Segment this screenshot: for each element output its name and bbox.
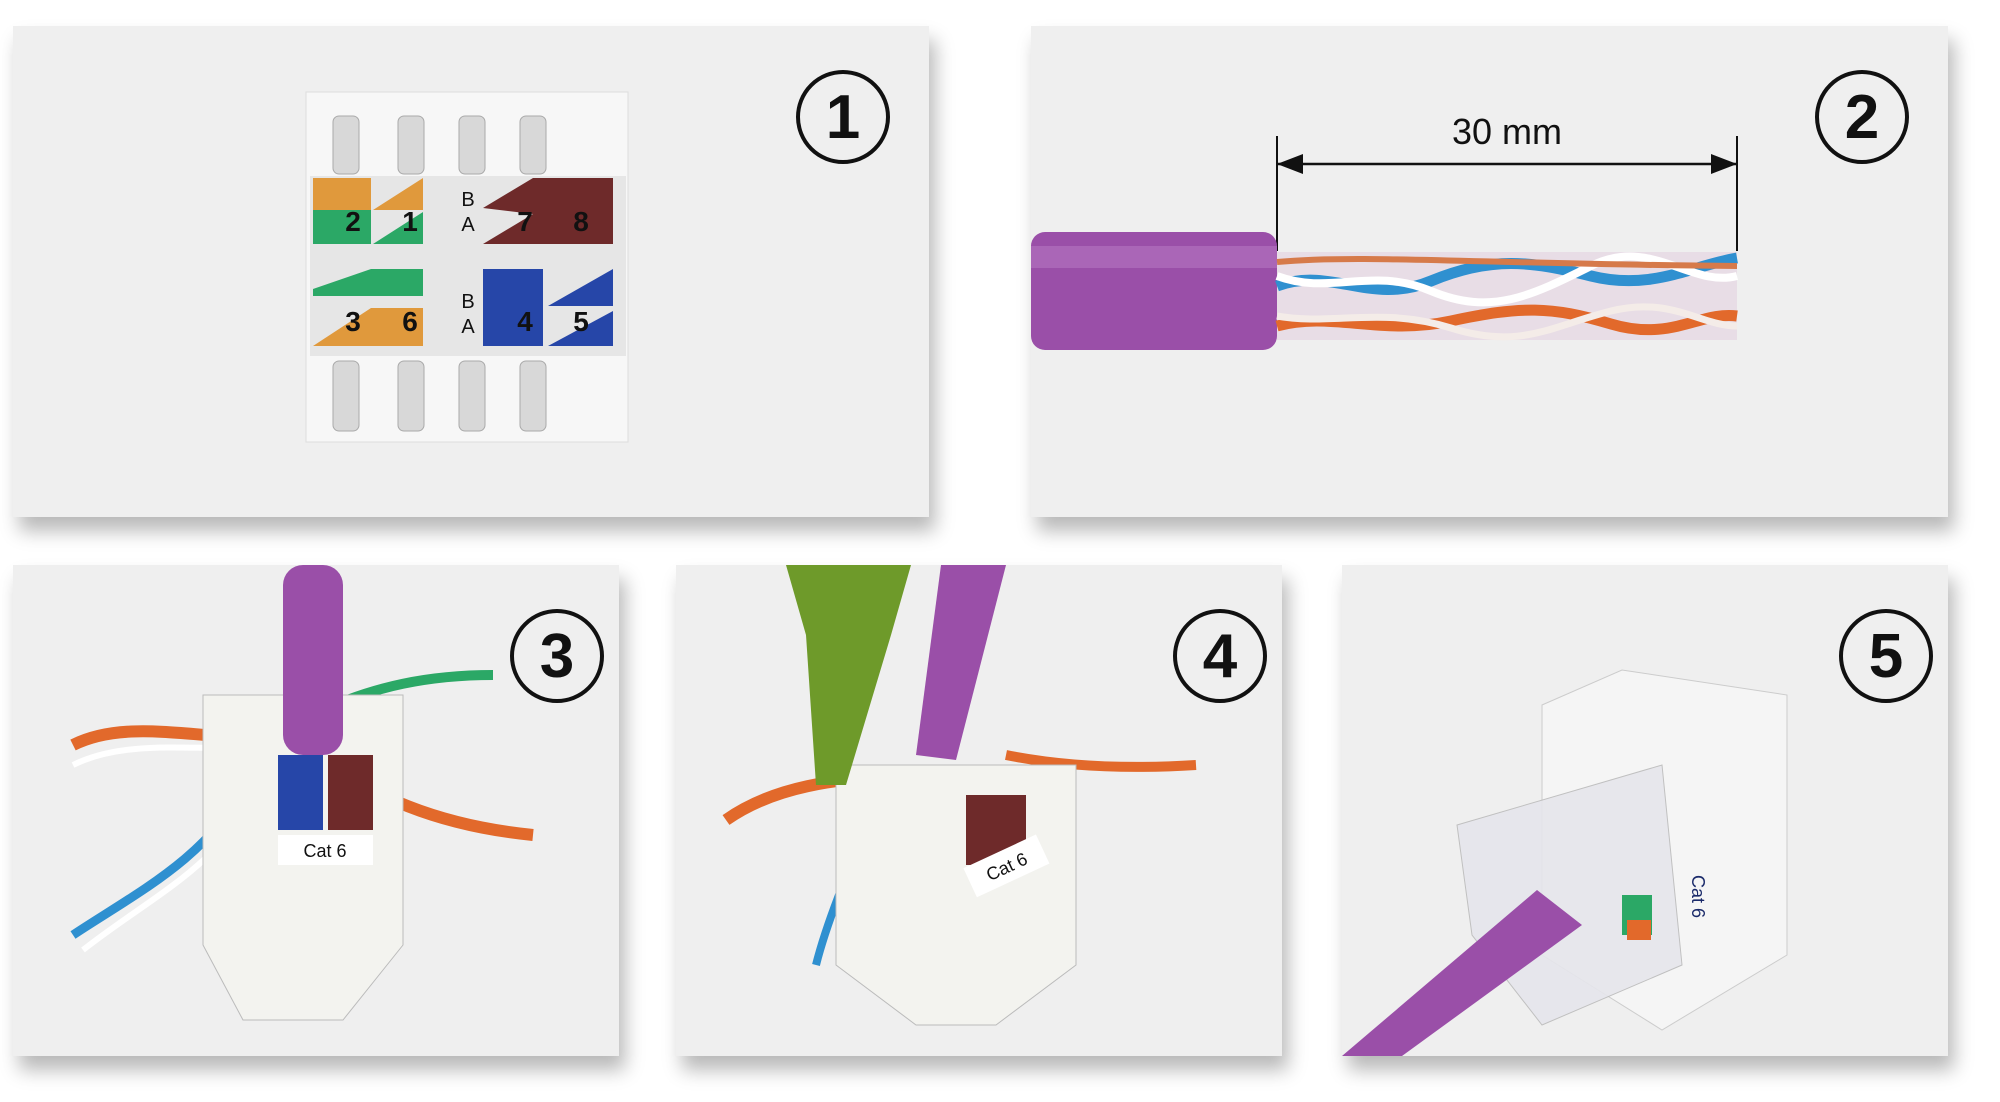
step-3-panel: Cat 6 3	[13, 565, 619, 1056]
step-number-badge: 3	[510, 609, 604, 703]
pair-letter: A	[461, 316, 475, 338]
stripped-cable-illustration: 30 mm	[1031, 111, 1739, 350]
pair-letter: A	[461, 214, 475, 236]
step-number-badge: 1	[796, 70, 890, 164]
punch-tool	[786, 565, 911, 785]
step-2-panel: 30 mm 2	[1031, 26, 1948, 517]
jack-label: Cat 6	[1688, 875, 1708, 918]
pair-letter: B	[461, 189, 474, 211]
step-number-badge: 5	[1839, 609, 1933, 703]
pin-label: 1	[402, 206, 418, 237]
jack-label: Cat 6	[303, 841, 346, 861]
step-5-panel: Cat 6 5	[1342, 565, 1948, 1056]
pin-label: 5	[573, 306, 589, 337]
punch-down-tool-illustration: Cat 6	[722, 565, 1197, 1026]
step-4-panel: Cat 6 4	[676, 565, 1282, 1056]
step-number-badge: 4	[1173, 609, 1267, 703]
pin-label: 6	[402, 306, 418, 337]
pin-label: 2	[345, 206, 361, 237]
pair-letter: B	[461, 291, 474, 313]
pin-label: 3	[345, 306, 361, 337]
measurement-label: 30 mm	[1452, 111, 1562, 152]
pin-label: 8	[573, 206, 589, 237]
assembled-jack-illustration: Cat 6	[1342, 669, 1788, 1056]
pin-label: 4	[517, 306, 533, 337]
jack-with-wires-illustration: Cat 6	[70, 565, 534, 1021]
pin-label: 7	[517, 206, 533, 237]
keystone-wiring-block-illustration: 2 1 7 8 3 6 4 5 B A B A	[305, 91, 629, 443]
step-number-badge: 2	[1815, 70, 1909, 164]
step-1-panel: 2 1 7 8 3 6 4 5 B A B A 1	[13, 26, 929, 517]
